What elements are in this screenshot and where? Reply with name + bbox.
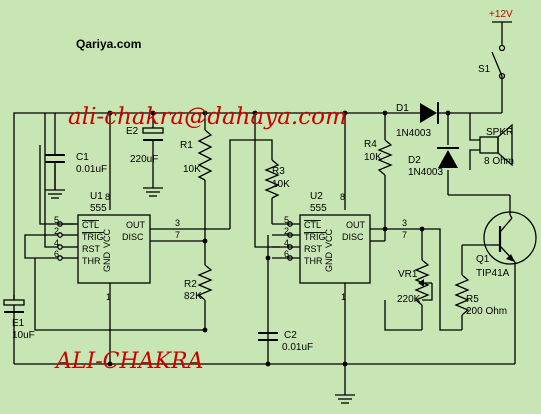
switch-label: S1 <box>478 64 491 75</box>
u2-part: 555 <box>310 203 327 214</box>
r1-name: R1 <box>180 140 193 151</box>
u1-name: U1 <box>90 191 103 202</box>
u2-pin-trig: TRIG <box>304 232 326 242</box>
e1-name: E1 <box>12 318 25 329</box>
capacitor-c2: C2 0.01uF <box>258 330 313 353</box>
ic-u2: U2 555 CTL TRIG RST THR OUT DISC GND VCC… <box>284 191 407 302</box>
u1-pin-disc: DISC <box>122 232 144 242</box>
resistor-r1: R1 10K <box>180 129 213 181</box>
q1-value: TIP41A <box>476 268 510 279</box>
r2-value: 82K <box>184 291 202 302</box>
speaker: SPKR 8 Ohm <box>479 123 514 167</box>
c1-value: 0.01uF <box>76 164 107 175</box>
u1-num-3: 3 <box>175 218 180 228</box>
junction-dots <box>107 110 451 367</box>
u1-num-8: 8 <box>105 192 110 202</box>
r1-value: 10K <box>183 164 201 175</box>
transistor-q1: Q1 TIP41A <box>476 211 537 279</box>
e2-name: E2 <box>126 126 139 137</box>
watermark-email: ali-chakra@dahaya.com <box>68 104 347 130</box>
resistor-r2: R2 82K <box>184 264 213 302</box>
resistor-r3: R3 10K <box>264 159 290 199</box>
d1-value: 1N4003 <box>396 128 431 139</box>
u2-pin-vcc: VCC <box>324 228 334 248</box>
resistor-r5: R5 200 Ohm <box>454 274 507 317</box>
r4-name: R4 <box>364 139 377 150</box>
u2-num-5: 5 <box>284 215 289 225</box>
diode-d1: D1 1N4003 <box>396 102 448 139</box>
r3-name: R3 <box>272 166 285 177</box>
u1-pin-rst: RST <box>82 244 101 254</box>
u1-pin-thr: THR <box>82 256 101 266</box>
u2-num-4: 4 <box>284 238 289 248</box>
supply-terminal: +12V <box>489 9 513 23</box>
potentiometer-vr1: VR1 220K <box>397 259 433 306</box>
watermark-name: ALI-CHAKRA <box>54 349 203 374</box>
r3-value: 10K <box>272 179 290 190</box>
d1-name: D1 <box>396 103 409 114</box>
u2-pin-disc: DISC <box>342 232 364 242</box>
u2-num-7: 7 <box>402 230 407 240</box>
capacitor-e1: E1 10uF <box>3 299 35 341</box>
u2-pin-rst: RST <box>304 244 323 254</box>
u2-pin-out: OUT <box>346 220 366 230</box>
e1-value: 10uF <box>12 330 35 341</box>
u1-num-5: 5 <box>54 215 59 225</box>
ground-symbols <box>45 187 355 404</box>
r2-name: R2 <box>184 279 197 290</box>
u1-pin-out: OUT <box>126 220 146 230</box>
r5-value: 200 Ohm <box>466 306 507 317</box>
supply-label: +12V <box>489 9 513 20</box>
u2-name: U2 <box>310 191 323 202</box>
u1-pin-ctl: CTL <box>82 220 99 230</box>
u2-pin-ctl: CTL <box>304 220 321 230</box>
resistor-r4: R4 10K <box>364 139 393 176</box>
speaker-value: 8 Ohm <box>484 156 514 167</box>
u2-num-6: 6 <box>284 249 289 259</box>
c2-value: 0.01uF <box>282 342 313 353</box>
d2-value: 1N4003 <box>408 167 443 178</box>
e2-value: 220uF <box>130 154 158 165</box>
u2-pin-thr: THR <box>304 256 323 266</box>
u1-pin-trig: TRIG <box>82 232 104 242</box>
switch-s1: S1 <box>478 44 506 80</box>
d2-name: D2 <box>408 155 421 166</box>
site-label: Qariya.com <box>76 37 141 51</box>
c1-name: C1 <box>76 152 89 163</box>
u1-num-7: 7 <box>175 230 180 240</box>
u2-num-2: 2 <box>284 226 289 236</box>
q1-name: Q1 <box>476 254 490 265</box>
u1-pin-vcc: VCC <box>102 228 112 248</box>
u2-num-3: 3 <box>402 218 407 228</box>
u2-num-1: 1 <box>341 292 346 302</box>
u1-num-1: 1 <box>106 292 111 302</box>
ic-u1: U1 555 CTL TRIG RST THR OUT DISC GND VCC… <box>54 191 180 302</box>
r5-name: R5 <box>466 294 479 305</box>
wires <box>13 22 516 395</box>
u1-pin-gnd: GND <box>102 252 112 273</box>
vr1-name: VR1 <box>398 269 418 280</box>
speaker-name: SPKR <box>486 127 513 138</box>
c2-name: C2 <box>284 330 297 341</box>
u1-num-6: 6 <box>54 249 59 259</box>
r4-value: 10K <box>364 152 382 163</box>
diode-d2: D2 1N4003 <box>408 147 459 178</box>
u2-pin-gnd: GND <box>324 252 334 273</box>
vr1-value: 220K <box>397 294 421 305</box>
u2-num-8: 8 <box>340 192 345 202</box>
u1-num-4: 4 <box>54 238 59 248</box>
capacitor-e2: E2 220uF <box>126 126 164 165</box>
capacitor-c1: C1 0.01uF <box>45 145 107 190</box>
u1-part: 555 <box>90 203 107 214</box>
u1-num-2: 2 <box>54 226 59 236</box>
